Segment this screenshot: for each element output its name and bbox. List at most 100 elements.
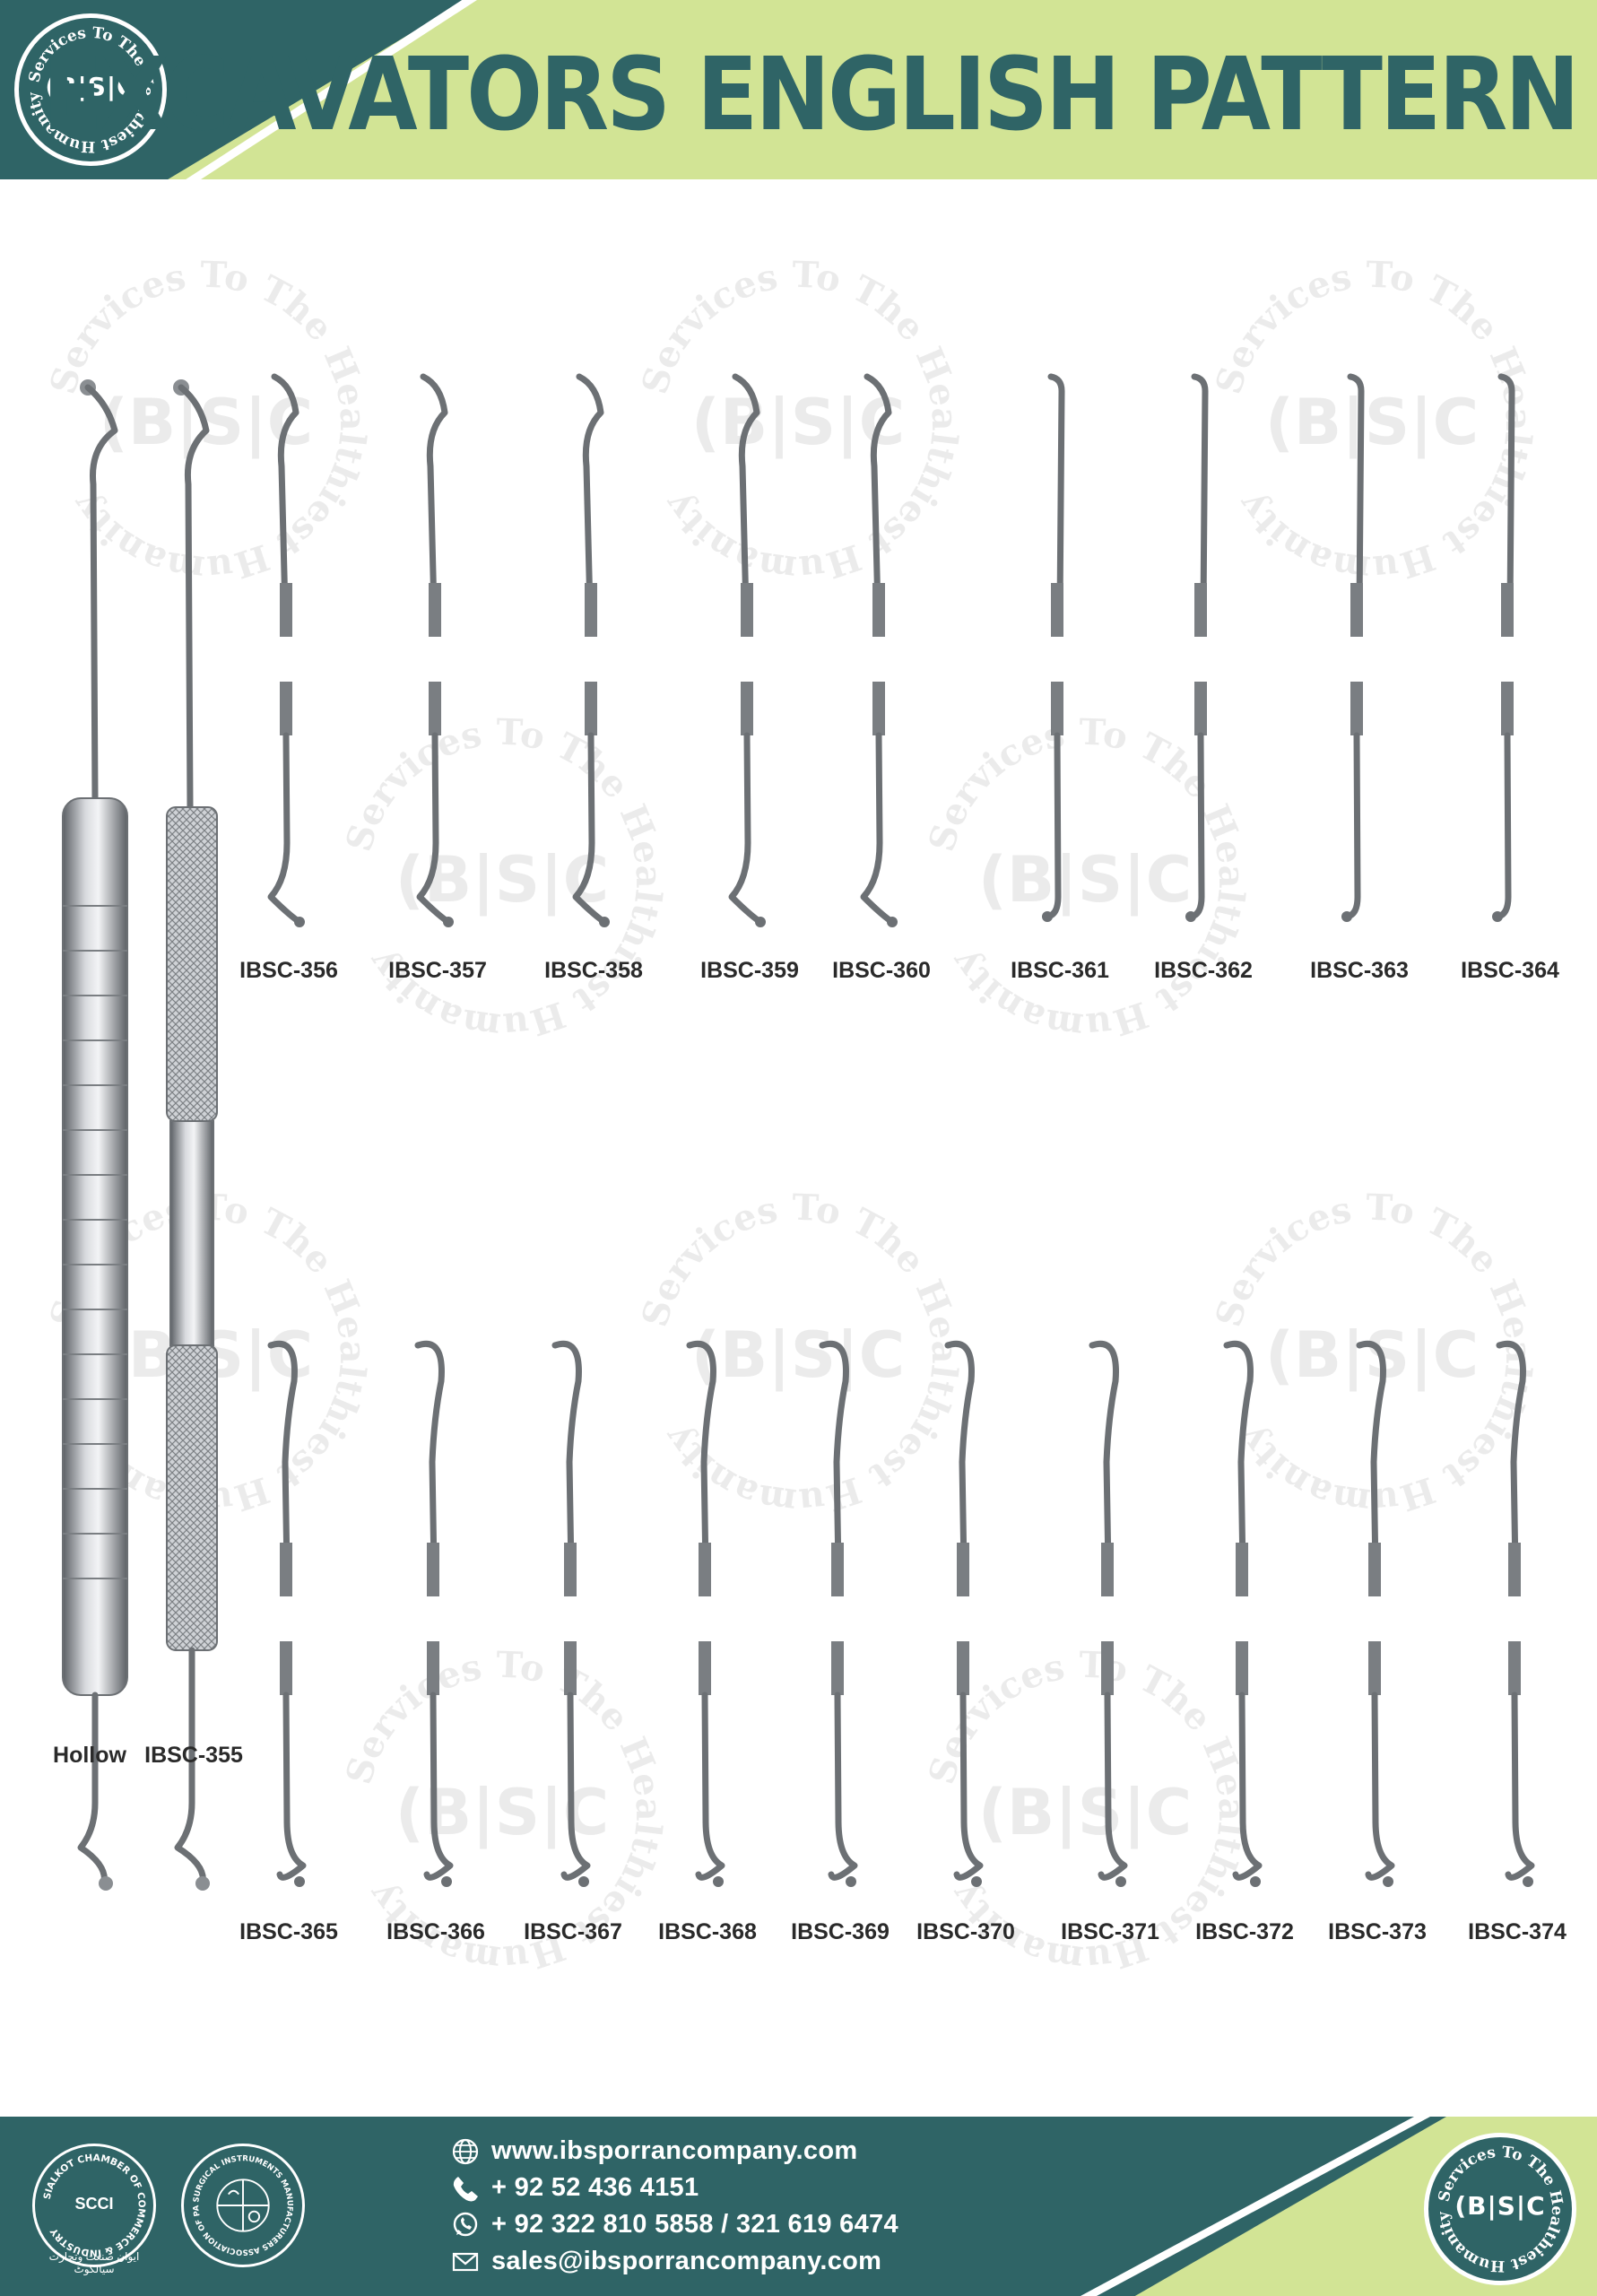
svg-text:(B|S|C: (B|S|C	[1265, 1318, 1479, 1392]
upper-working-end	[944, 1341, 975, 1573]
upper-working-end	[414, 1341, 445, 1573]
upper-shank	[280, 1543, 292, 1596]
product-label-ibsc-356: IBSC-356	[239, 958, 338, 983]
upper-shank	[280, 583, 292, 637]
whatsapp-icon	[453, 2212, 478, 2236]
product-label-ibsc-363: IBSC-363	[1310, 958, 1409, 983]
upper-working-end	[267, 1341, 298, 1573]
product-label-ibsc-360: IBSC-360	[832, 958, 931, 983]
hollow-handle-illustration	[62, 379, 128, 1891]
tip-blade	[294, 917, 305, 927]
row1-instrument-3	[572, 373, 610, 927]
lower-shank	[741, 682, 753, 735]
lower-working-end	[1232, 1692, 1263, 1881]
upper-shank	[1236, 1543, 1248, 1596]
product-label-ibsc-372: IBSC-372	[1195, 1919, 1294, 1944]
lower-shank	[427, 1641, 439, 1695]
upper-shank	[741, 583, 753, 637]
lower-working-end	[1494, 732, 1512, 920]
upper-shank	[1350, 583, 1363, 637]
lower-shank	[585, 682, 597, 735]
row2-instrument-6	[944, 1341, 984, 1887]
tip-blade	[713, 1876, 724, 1887]
lower-working-end	[416, 732, 452, 926]
upper-working-end	[420, 373, 448, 613]
lower-working-end	[953, 1692, 984, 1881]
upper-working-end	[1497, 373, 1515, 613]
product-label-ibsc-357: IBSC-357	[388, 958, 487, 983]
lower-shank	[872, 682, 885, 735]
row1-instrument-1	[267, 373, 305, 927]
contact-email[interactable]: sales@ibsporrancompany.com	[450, 2243, 898, 2280]
mail-icon	[452, 2252, 479, 2271]
scci-badge-urdu: ایوان صنعت وتجارت سیالکوٹ	[48, 2250, 140, 2275]
footer-seal-ring-svg: Services To The Healthiest Humanity	[1435, 2144, 1566, 2274]
upper-shank	[1501, 583, 1514, 637]
upper-shank	[872, 583, 885, 637]
product-label-ibsc-355: IBSC-355	[144, 1743, 243, 1768]
row1-instrument-6	[1042, 373, 1065, 922]
product-label-ibsc-370: IBSC-370	[916, 1919, 1015, 1944]
catalog-area: Services To The Healthiest Humanity(B|S|…	[0, 179, 1597, 2117]
footer-company-seal: Services To The Healthiest Humanity (B|S…	[1424, 2133, 1576, 2285]
watermark-seal: Services To The Healthiest Humanity(B|S|…	[915, 1641, 1255, 1982]
scci-badge: SIALKOT CHAMBER OF COMMERCE & INDUSTRY S…	[32, 2144, 156, 2275]
header-company-seal: Services To The Healthiest Humanity (B|S…	[14, 13, 167, 166]
lower-working-end	[1187, 732, 1205, 920]
lower-shank	[429, 682, 441, 735]
product-label-ibsc-369: IBSC-369	[791, 1919, 890, 1944]
upper-working-end	[1047, 373, 1065, 613]
contact-whatsapp[interactable]: + 92 322 810 5858 / 321 619 6474	[450, 2206, 898, 2243]
watermark-seal: Services To The Healthiest Humanity(B|S|…	[628, 1184, 968, 1525]
lower-shank	[699, 1641, 711, 1695]
row1-instrument-7	[1185, 373, 1209, 922]
product-label-ibsc-359: IBSC-359	[700, 958, 799, 983]
upper-working-end	[1356, 1341, 1386, 1573]
upper-shank	[1051, 583, 1063, 637]
row2-instrument-8	[1223, 1341, 1263, 1887]
page-header: Services To The Healthiest Humanity (B|S…	[0, 0, 1597, 179]
watermark-seal: Services To The Healthiest Humanity(B|S|…	[628, 251, 968, 592]
contact-phone[interactable]: + 92 52 436 4151	[450, 2170, 898, 2206]
product-label-ibsc-361: IBSC-361	[1011, 958, 1109, 983]
upper-working-end	[1089, 1341, 1119, 1573]
row1-instrument-9	[1492, 373, 1515, 922]
upper-shank	[699, 1543, 711, 1596]
contact-website[interactable]: www.ibsporrancompany.com	[450, 2133, 898, 2170]
upper-working-end	[732, 373, 760, 613]
row2-instrument-2	[414, 1341, 454, 1887]
upper-shank	[429, 583, 441, 637]
row2-instrument-3	[551, 1341, 591, 1887]
watermark-seal: Services To The Healthiest Humanity(B|S|…	[36, 251, 377, 592]
phone-icon	[453, 2176, 478, 2201]
row1-instrument-2	[416, 373, 454, 927]
upper-working-end	[864, 373, 892, 613]
tip-blade	[887, 917, 898, 927]
lower-working-end	[1044, 732, 1062, 920]
tip-blade	[755, 917, 766, 927]
product-label-ibsc-358: IBSC-358	[544, 958, 643, 983]
tip-blade	[294, 1876, 305, 1887]
page-footer: SIALKOT CHAMBER OF COMMERCE & INDUSTRY S…	[0, 2117, 1597, 2296]
svg-text:(B|S|C: (B|S|C	[691, 386, 905, 459]
product-label-ibsc-365: IBSC-365	[239, 1919, 338, 1944]
product-label-ibsc-364: IBSC-364	[1461, 958, 1559, 983]
lower-shank	[564, 1641, 577, 1695]
tip-blade	[1341, 911, 1352, 922]
upper-shank	[427, 1543, 439, 1596]
tip-blade	[1250, 1876, 1261, 1887]
lower-shank	[1236, 1641, 1248, 1695]
tip-blade	[1042, 911, 1053, 922]
tip-blade	[1115, 1876, 1126, 1887]
row1-instrument-5	[860, 373, 898, 927]
upper-working-end	[1347, 373, 1365, 613]
scci-badge-label: SCCI	[74, 2195, 114, 2213]
lower-working-end	[1505, 1692, 1535, 1881]
product-label-hollow: Hollow	[53, 1743, 126, 1768]
product-label-ibsc-367: IBSC-367	[524, 1919, 622, 1944]
globe-icon	[452, 2138, 479, 2164]
lower-shank	[1194, 682, 1207, 735]
row2-instrument-10	[1496, 1341, 1535, 1887]
upper-shank	[1101, 1543, 1114, 1596]
row2-instrument-4	[686, 1341, 725, 1887]
